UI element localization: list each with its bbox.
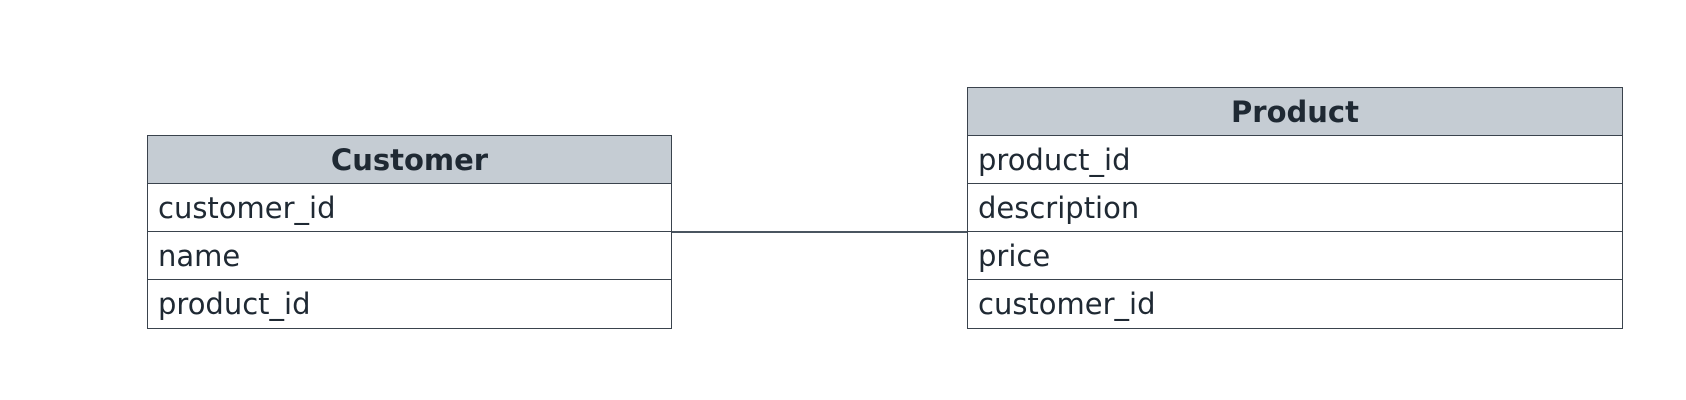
product-entity: Product product_id description price cus…: [967, 87, 1623, 329]
product-entity-title: Product: [968, 88, 1622, 136]
customer-entity-title: Customer: [148, 136, 671, 184]
customer-field-customer-id: customer_id: [148, 184, 671, 232]
product-field-product-id: product_id: [968, 136, 1622, 184]
product-field-description: description: [968, 184, 1622, 232]
product-field-price: price: [968, 232, 1622, 280]
customer-field-product-id: product_id: [158, 287, 311, 321]
customer-entity: Customer customer_id name product_id: [147, 135, 672, 329]
customer-field-name: name: [148, 232, 671, 280]
product-field-customer-id: customer_id: [978, 287, 1156, 321]
